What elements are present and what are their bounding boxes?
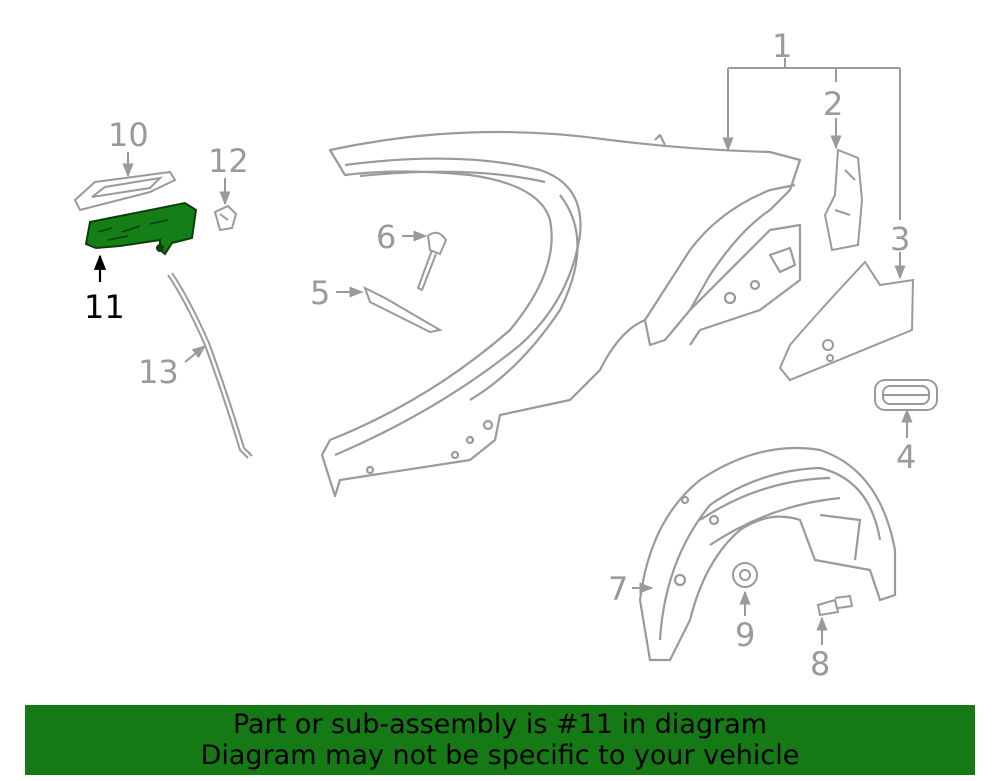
callout-6: 6 — [376, 218, 396, 256]
callout-7: 7 — [608, 570, 628, 608]
callout-10: 10 — [108, 116, 149, 154]
part-8-pin — [816, 594, 854, 617]
callout-11: 11 — [84, 288, 125, 326]
callout-1: 1 — [772, 27, 792, 65]
callout-8: 8 — [810, 645, 830, 683]
quarter-panel — [320, 130, 802, 498]
part-11-housing — [84, 201, 198, 256]
callout-9: 9 — [735, 616, 755, 654]
part-11-shape — [84, 201, 198, 256]
callout-3: 3 — [890, 220, 910, 258]
part-4-vent — [874, 379, 938, 411]
part-7-liner — [638, 446, 897, 662]
part-10-trim — [73, 170, 177, 212]
part-9-nut — [732, 562, 758, 588]
part-6-clip — [416, 231, 448, 292]
callout-12: 12 — [208, 142, 249, 180]
part-2-bracket — [823, 148, 864, 252]
callout-4: 4 — [896, 438, 916, 476]
callout-13: 13 — [138, 353, 179, 391]
callout-2: 2 — [823, 85, 843, 123]
part-5-strip — [363, 285, 443, 334]
part-3-panel — [778, 260, 915, 382]
callout-5: 5 — [310, 274, 330, 312]
banner-line-1: Part or sub-assembly is #11 in diagram — [232, 709, 768, 740]
part-12-clip — [213, 204, 238, 232]
part-13-cable — [167, 272, 253, 459]
leader-lines — [122, 58, 913, 645]
banner-line-2: Diagram may not be specific to your vehi… — [200, 740, 800, 771]
info-banner: Part or sub-assembly is #11 in diagram D… — [25, 705, 975, 775]
